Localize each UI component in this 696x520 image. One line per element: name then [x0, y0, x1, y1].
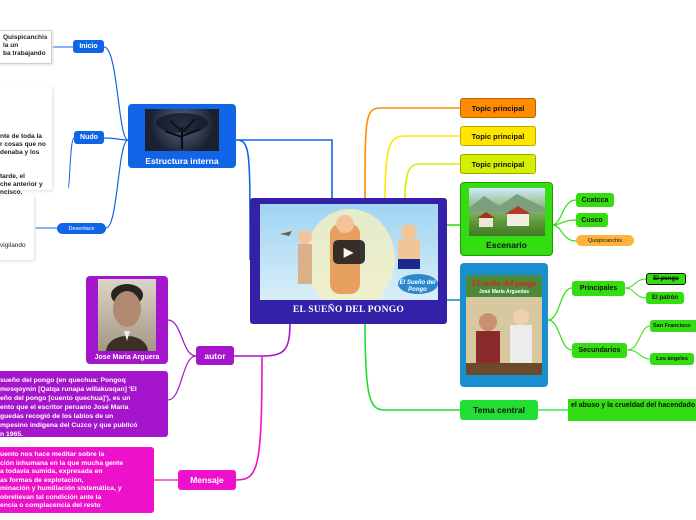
personajes-secundarios[interactable]: Secundarios [572, 343, 627, 358]
central-image: ▶ El Sueño del Pongo [259, 204, 438, 300]
image-caption: El Sueño del Pongo [399, 280, 436, 293]
inicio-text: Quispicanchis la un ba trabajando [3, 34, 48, 57]
principal-el-patron[interactable]: El patrón [646, 292, 684, 304]
secundario-los-angeles[interactable]: Los ángeles [650, 353, 694, 365]
book-cover: El sueño del pongo José María Arguedas [466, 275, 542, 375]
autor-portrait-node[interactable]: Jose Maria Arguera [86, 276, 168, 364]
book-illustration [466, 297, 542, 375]
mensaje-text-box[interactable]: uento nos hace meditar sobre la ción inh… [0, 447, 154, 513]
central-topic[interactable]: ▶ El Sueño del Pongo EL SUEÑO DEL PONGO [250, 198, 447, 324]
central-title: EL SUEÑO DEL PONGO [292, 305, 405, 315]
autor-bio-text: sueño del pongo (en quechua: Pongoq mosq… [0, 377, 138, 438]
estructura-nudo[interactable]: Nudo [74, 131, 104, 144]
estructura-image [145, 109, 219, 151]
author-caption: Jose Maria Arguera [94, 354, 160, 361]
inicio-text-box[interactable]: Quispicanchis la un ba trabajando [0, 30, 52, 64]
portrait-illustration [106, 284, 148, 351]
author-portrait [98, 279, 156, 351]
tema-central-node[interactable]: Tema central [460, 400, 538, 420]
estructura-label: Estructura interna [145, 156, 219, 166]
escenario-item-cusco[interactable]: Cusco [576, 213, 608, 227]
desenlace-text: vigilando [0, 242, 26, 249]
desenlace-text-box[interactable]: vigilando [0, 196, 34, 260]
tema-central-text[interactable]: el abuso y la crueldad del hacendado hac… [568, 399, 696, 421]
mensaje-node[interactable]: Mensaje [178, 470, 236, 490]
video-play-button[interactable]: ▶ [332, 240, 365, 264]
book-author: José María Arguedas [478, 289, 530, 295]
escenario-label: Escenario [486, 240, 527, 250]
village-illustration [468, 194, 545, 227]
mensaje-text: uento nos hace meditar sobre la ción inh… [0, 451, 124, 509]
topic-node-3[interactable]: Topic principal [460, 154, 536, 174]
autor-bio-box[interactable]: sueño del pongo (en quechua: Pongoq mosq… [0, 371, 168, 438]
topic-node-1[interactable]: Topic principal [460, 98, 536, 118]
autor-node[interactable]: autor [196, 346, 234, 365]
nudo-text-box[interactable]: nte de toda la r cosas que no denaba y l… [0, 86, 52, 196]
estructura-interna-node[interactable]: Estructura interna [128, 104, 236, 168]
estructura-inicio[interactable]: Inicio [73, 40, 104, 53]
village-image [468, 188, 545, 236]
estructura-desenlace[interactable]: Desenlace [57, 223, 106, 234]
escenario-item-ccatcca[interactable]: Ccatcca [576, 193, 614, 207]
secundario-san-francisco[interactable]: San Francisco [650, 320, 696, 332]
personajes-principales[interactable]: Principales [572, 281, 625, 296]
topic-node-2[interactable]: Topic principal [460, 126, 536, 146]
escenario-item-quispicanchis[interactable]: Quispicanchis [576, 235, 634, 246]
escenario-node[interactable]: Escenario [460, 182, 553, 256]
principal-el-pongo[interactable]: El pongo [646, 273, 686, 285]
book-title: El sueño del pongo [471, 279, 537, 288]
play-icon: ▶ [343, 245, 354, 259]
nudo-text: nte de toda la r cosas que no denaba y l… [0, 133, 46, 196]
dark-tree-illustration [156, 113, 208, 149]
personajes-node[interactable]: El sueño del pongo José María Arguedas [460, 263, 548, 387]
